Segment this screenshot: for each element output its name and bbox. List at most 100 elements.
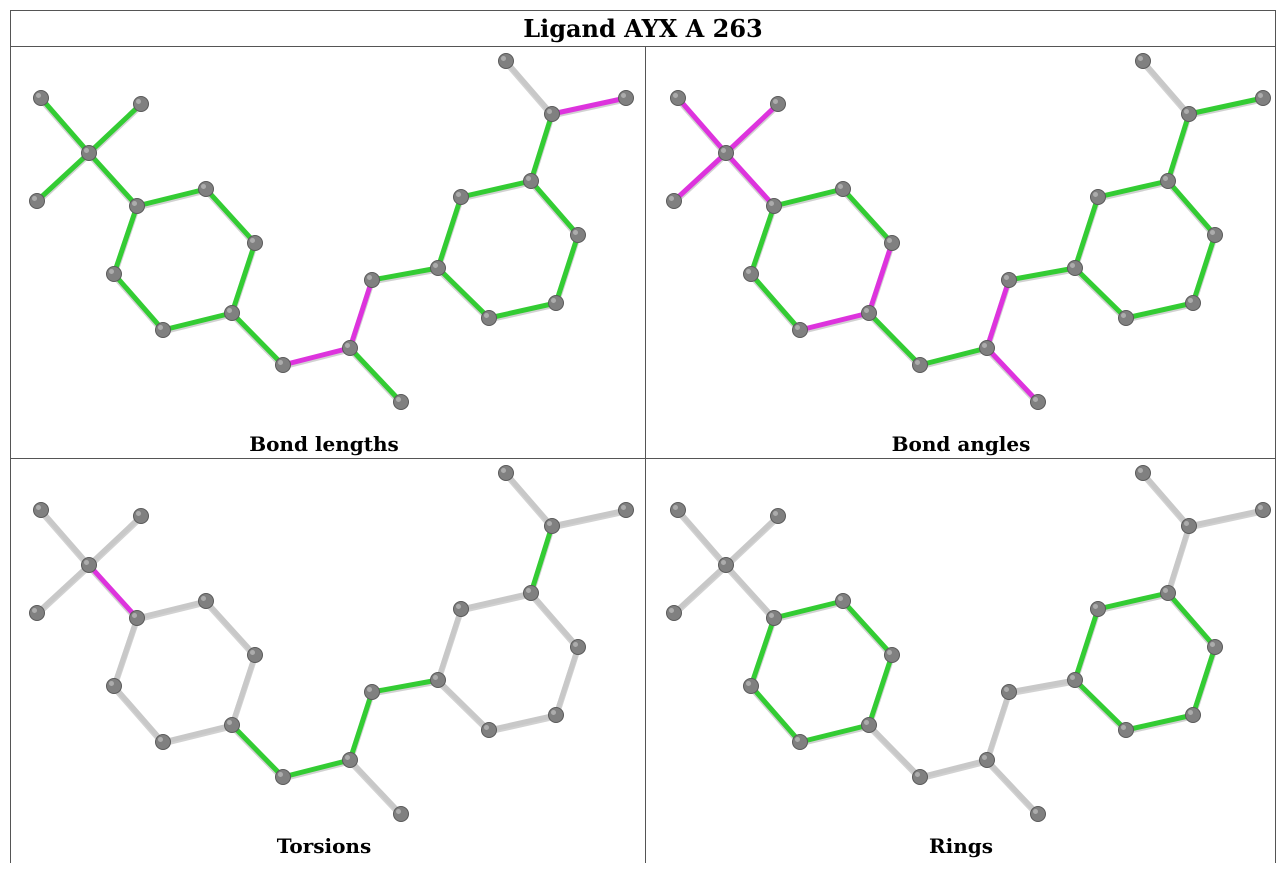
bond-cx-cm3 [671, 150, 729, 204]
bond-d4-d3 [435, 194, 464, 271]
bond-ca-ma [549, 95, 629, 117]
atom-highlight-ma [621, 505, 626, 510]
bond-c4-ch2 [229, 722, 286, 780]
row-divider [10, 458, 1276, 459]
table-border-left [10, 10, 11, 863]
atom-d1 [1207, 639, 1223, 655]
bond-cn-cme [347, 345, 404, 405]
atom-ox [498, 53, 514, 69]
atom-cn [342, 340, 358, 356]
bond-c5-c6 [748, 271, 803, 333]
bond-cx-cm2 [86, 513, 144, 568]
bond-cx-c1 [86, 562, 140, 621]
atom-highlight-c6 [109, 681, 114, 686]
bond-ca-ox [1140, 470, 1192, 529]
atom-highlight-d4 [433, 263, 438, 268]
atom-c4 [224, 305, 240, 321]
bond-cn-n1 [347, 689, 375, 763]
atom-c2 [835, 181, 851, 197]
atom-highlight-ma [621, 93, 626, 98]
atom-d6 [548, 707, 564, 723]
atom-cm1 [33, 502, 49, 518]
atom-highlight-d2 [1163, 176, 1168, 181]
atom-ca [1181, 106, 1197, 122]
atom-c3 [247, 647, 263, 663]
bond-cx-cm2 [723, 513, 781, 568]
title-divider [10, 46, 1276, 47]
bond-ch2-cn [280, 345, 353, 368]
atom-d4 [430, 260, 446, 276]
atom-cme [1030, 806, 1046, 822]
atom-d5 [1118, 722, 1134, 738]
bond-cn-n1 [347, 277, 375, 351]
caption-torsions: Torsions [276, 834, 372, 858]
atom-cm3 [29, 193, 45, 209]
atom-cm2 [770, 508, 786, 524]
atom-highlight-ma [1258, 93, 1263, 98]
atom-highlight-cx [84, 148, 89, 153]
atom-highlight-c4 [227, 720, 232, 725]
atom-highlight-ma [1258, 505, 1263, 510]
atom-d3 [1090, 189, 1106, 205]
atom-d3 [1090, 601, 1106, 617]
bond-d5-d4 [435, 677, 492, 733]
bond-cn-n1 [984, 277, 1012, 351]
atom-highlight-c1 [769, 613, 774, 618]
bond-cx-cm2 [86, 101, 144, 156]
atom-cm2 [133, 96, 149, 112]
atom-highlight-d3 [1093, 604, 1098, 609]
atom-ox [1135, 53, 1151, 69]
bond-ca-ma [549, 507, 629, 529]
bond-cx-cm1 [675, 507, 729, 568]
bond-c2-c3 [840, 598, 895, 658]
atom-highlight-cme [396, 809, 401, 814]
bond-d3-d2 [1095, 178, 1171, 200]
atom-highlight-cm1 [673, 505, 678, 510]
bond-d2-ca [1165, 523, 1192, 596]
atom-highlight-cm1 [36, 93, 41, 98]
bond-d5-d4 [435, 265, 492, 321]
atom-highlight-d1 [573, 642, 578, 647]
bond-n1-d4 [369, 265, 441, 283]
atom-highlight-d6 [1188, 298, 1193, 303]
bond-d2-d1 [528, 590, 581, 650]
bond-c1-c2 [771, 598, 846, 621]
atom-c2 [835, 593, 851, 609]
atom-d2 [523, 585, 539, 601]
bond-c3-c4 [229, 240, 258, 316]
atom-ma [1255, 90, 1271, 106]
bond-d5-d4 [1072, 265, 1129, 321]
atom-c5 [155, 734, 171, 750]
atom-cm3 [666, 193, 682, 209]
atom-ma [618, 502, 634, 518]
bond-n1-d4 [369, 677, 441, 695]
bond-d1-d6 [553, 232, 581, 306]
bond-cn-cme [984, 345, 1041, 405]
bond-d2-ca [1165, 111, 1192, 184]
atom-ox [1135, 465, 1151, 481]
atom-highlight-cm2 [136, 99, 141, 104]
bond-n1-d4 [1006, 677, 1078, 695]
atom-c1 [766, 610, 782, 626]
bond-ca-ox [1140, 58, 1192, 117]
bond-ca-ox [503, 58, 555, 117]
atom-c1 [766, 198, 782, 214]
atom-highlight-cn [982, 343, 987, 348]
caption-rings: Rings [928, 834, 993, 858]
atom-highlight-d3 [1093, 192, 1098, 197]
bond-cx-c1 [86, 150, 140, 209]
bond-c4-ch2 [229, 310, 286, 368]
atom-highlight-c2 [838, 596, 843, 601]
atom-highlight-c2 [201, 596, 206, 601]
panel-torsions: Torsions [13, 460, 635, 870]
atom-c1 [129, 198, 145, 214]
atom-c6 [743, 266, 759, 282]
bond-c6-c1 [748, 203, 777, 277]
atom-highlight-cm1 [673, 93, 678, 98]
atom-d4 [430, 672, 446, 688]
atom-highlight-d4 [1070, 263, 1075, 268]
atom-c6 [106, 678, 122, 694]
bond-d4-d3 [1072, 606, 1101, 683]
atom-d2 [1160, 173, 1176, 189]
bond-c3-c4 [229, 652, 258, 728]
